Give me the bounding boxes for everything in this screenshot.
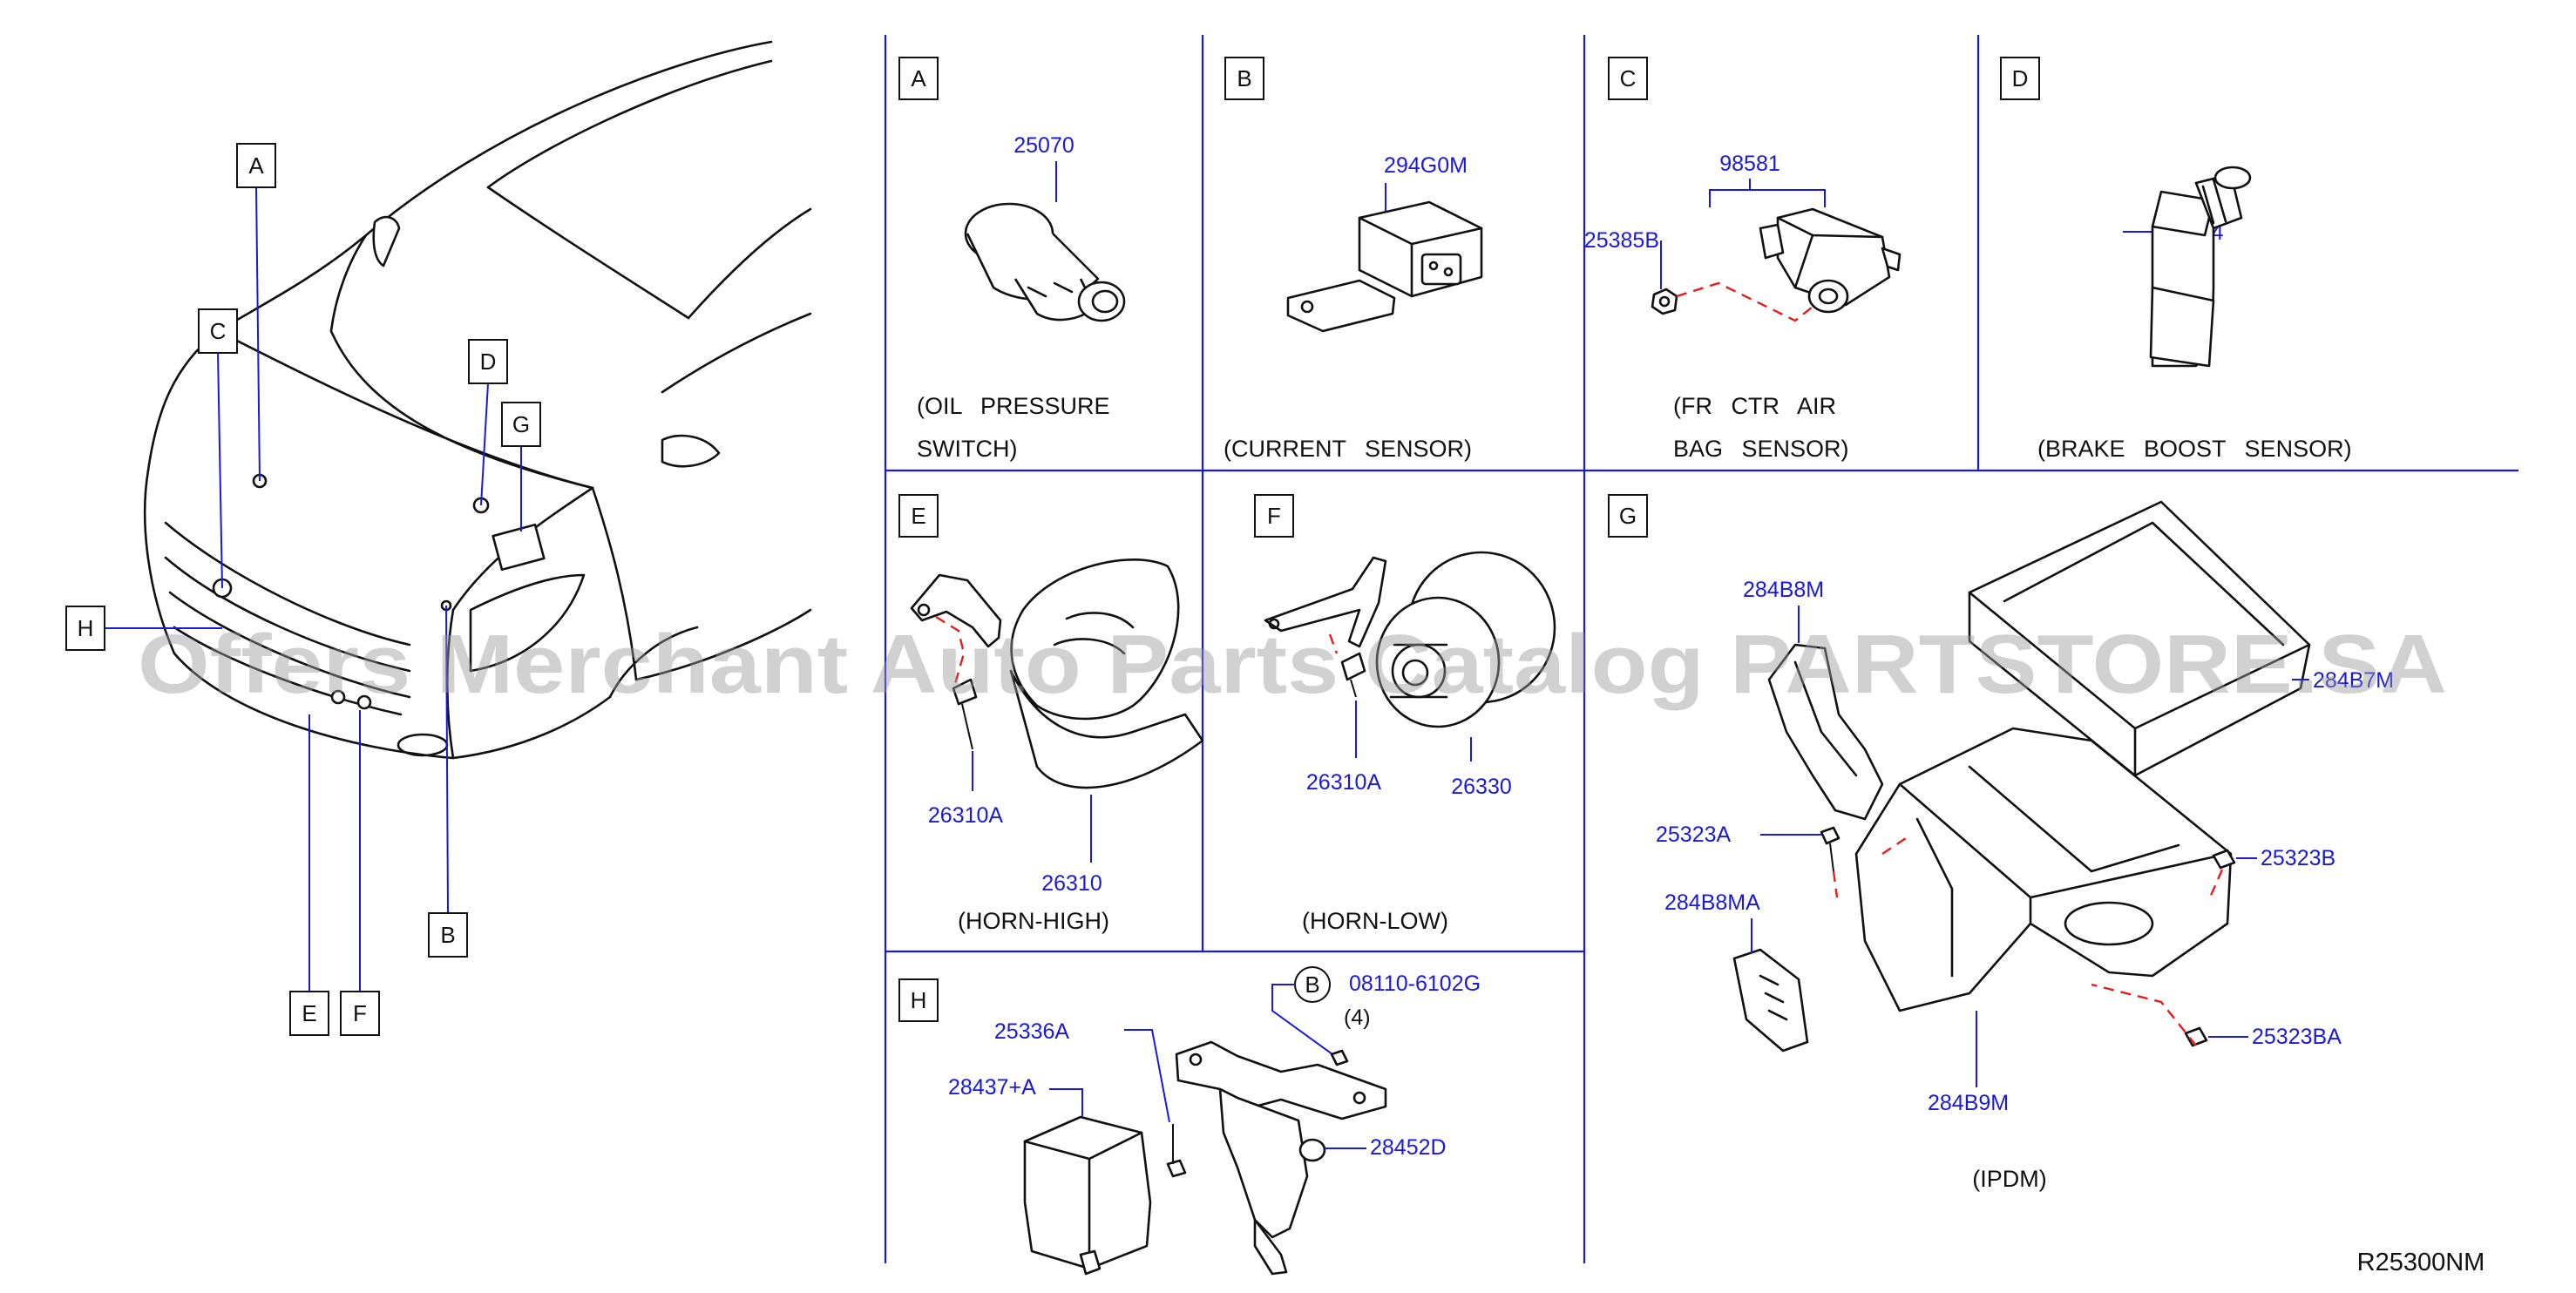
panel-d-caption-1: (BRAKE BOOST SENSOR) <box>2037 436 2352 462</box>
part-number-26330[interactable]: 26330 <box>1451 775 1512 799</box>
part-number-294g0m[interactable]: 294G0M <box>1384 153 1468 178</box>
panel-c-caption-1: (FR CTR AIR <box>1673 393 1836 419</box>
part-number-28437-a[interactable]: 28437+A <box>948 1075 1036 1100</box>
car-callout-lines <box>101 186 522 992</box>
panel-a-letter: A <box>911 65 926 91</box>
car-callout-F[interactable]: F <box>340 991 380 1036</box>
panel-h-letter: H <box>911 987 927 1013</box>
panel-b-letter: B <box>1237 65 1251 91</box>
panel-g: G 284B8M 284B7M <box>1608 494 2394 1192</box>
part-number-25070[interactable]: 25070 <box>1013 133 1074 158</box>
brake-boost-sensor-icon <box>2149 166 2252 368</box>
car-callout-B[interactable]: B <box>428 912 468 958</box>
air-bag-sensor-icon <box>1651 207 1901 315</box>
car-callout-E-label: E <box>302 1000 316 1026</box>
panel-a-caption-1: (OIL PRESSURE <box>917 393 1110 419</box>
part-number-284b7m[interactable]: 284B7M <box>2313 668 2394 693</box>
car-overview <box>143 40 812 760</box>
panel-c: C 98581 25385B (FR CTR AIR BAG SENSOR) <box>1584 57 1901 462</box>
panel-c-caption-2: BAG SENSOR) <box>1673 436 1849 462</box>
panel-g-letter: G <box>1619 503 1637 529</box>
part-number-28452d[interactable]: 28452D <box>1370 1135 1447 1160</box>
watermark-text: Offers Merchant Auto Parts Catalog PARTS… <box>138 618 2447 711</box>
current-sensor-icon <box>1286 200 1483 333</box>
car-callout-D[interactable]: D <box>468 339 508 384</box>
part-number-26310a-low[interactable]: 26310A <box>1306 770 1382 795</box>
part-number-08110-6102g[interactable]: 08110-6102G <box>1349 971 1481 996</box>
panel-a-caption-2: SWITCH) <box>917 436 1017 462</box>
panel-b: B 294G0M (CURRENT SENSOR) <box>1224 57 1483 462</box>
panel-b-caption-1: (CURRENT SENSOR) <box>1224 436 1472 462</box>
part-number-98581[interactable]: 98581 <box>1719 152 1780 176</box>
part-number-25385b[interactable]: 25385B <box>1584 228 1659 253</box>
car-callout-G[interactable]: G <box>501 402 541 447</box>
part-number-26310a-high[interactable]: 26310A <box>928 803 1004 828</box>
diagram-code: R25300NM <box>2357 1249 2485 1276</box>
panel-f-letter: F <box>1267 503 1281 529</box>
panel-h: H B 08110-6102G (4) 25336A 28437+A 28452… <box>898 966 1481 1276</box>
car-callout-H[interactable]: H <box>65 606 105 651</box>
panel-d-letter: D <box>2012 65 2029 91</box>
car-callout-G-label: G <box>512 411 530 437</box>
bolt-callout-symbol: B <box>1305 971 1319 998</box>
car-callout-F-label: F <box>353 1000 367 1026</box>
panel-e-caption-1: (HORN-HIGH) <box>958 908 1109 934</box>
part-number-284b8m[interactable]: 284B8M <box>1743 578 1824 602</box>
car-callout-B-label: B <box>440 922 455 948</box>
part-number-25323a[interactable]: 25323A <box>1656 823 1732 847</box>
part-number-25323ba[interactable]: 25323BA <box>2252 1025 2342 1049</box>
part-number-25323b[interactable]: 25323B <box>2261 846 2335 870</box>
panel-e-letter: E <box>911 503 925 529</box>
part-number-26310[interactable]: 26310 <box>1041 871 1102 896</box>
panel-f: F 26310A 26330 (HORN-LOW) <box>1254 494 1556 934</box>
panel-g-caption-1: (IPDM) <box>1972 1166 2046 1192</box>
panel-a: A 25070 (OIL PRESSURE SWITCH) <box>898 57 1126 462</box>
car-callout-A-label: A <box>248 152 264 179</box>
oil-pressure-switch-icon <box>964 202 1126 322</box>
car-callout-H-label: H <box>78 615 94 641</box>
horn-high-icon <box>910 558 1204 789</box>
part-number-25336a[interactable]: 25336A <box>994 1019 1070 1044</box>
car-callout-E[interactable]: E <box>289 991 329 1036</box>
panel-a-letter-box <box>898 57 939 100</box>
bolt-quantity: (4) <box>1344 1005 1371 1030</box>
panel-f-caption-1: (HORN-LOW) <box>1302 908 1448 934</box>
car-callout-D-label: D <box>480 349 497 375</box>
car-callout-A[interactable]: A <box>236 143 276 188</box>
part-number-284b8ma[interactable]: 284B8MA <box>1664 890 1760 915</box>
panel-d: D 24894 (BRAKE BOOST SENSOR) <box>2000 57 2352 462</box>
car-callout-C[interactable]: C <box>198 308 238 354</box>
panel-e: E 26310A 26310 (HORN-HIGH) <box>898 494 1204 934</box>
part-number-284b9m[interactable]: 284B9M <box>1928 1091 2009 1115</box>
panel-dividers <box>884 35 2518 1263</box>
bracket-assembly-icon <box>1023 1040 1387 1276</box>
ipdm-icon <box>1732 500 2311 1053</box>
car-callout-C-label: C <box>210 318 227 344</box>
panel-c-letter: C <box>1620 65 1637 91</box>
horn-low-icon <box>1264 551 1556 728</box>
